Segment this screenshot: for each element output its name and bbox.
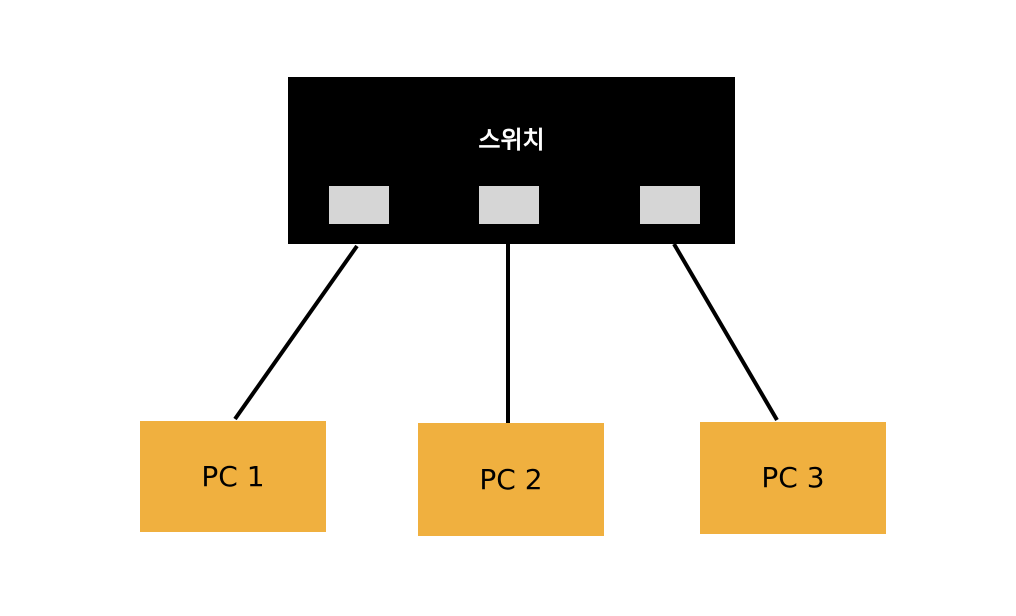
switch: 스위치	[288, 77, 735, 244]
pc-3-box: PC 3	[700, 422, 886, 534]
pc-1-label: PC 1	[201, 459, 265, 493]
pc-3-label: PC 3	[761, 461, 825, 494]
pc-2-box: PC 2	[418, 423, 604, 536]
switch-port-3	[640, 186, 700, 224]
switch-port-1	[329, 186, 389, 224]
switch-label: 스위치	[478, 126, 545, 154]
link-port-1-to-pc-1	[233, 244, 359, 421]
pc-2-label: PC 2	[479, 462, 543, 496]
switch-port-2	[479, 186, 539, 224]
pc-1-box: PC 1	[140, 421, 326, 532]
link-port-3-to-pc-3	[672, 242, 779, 422]
